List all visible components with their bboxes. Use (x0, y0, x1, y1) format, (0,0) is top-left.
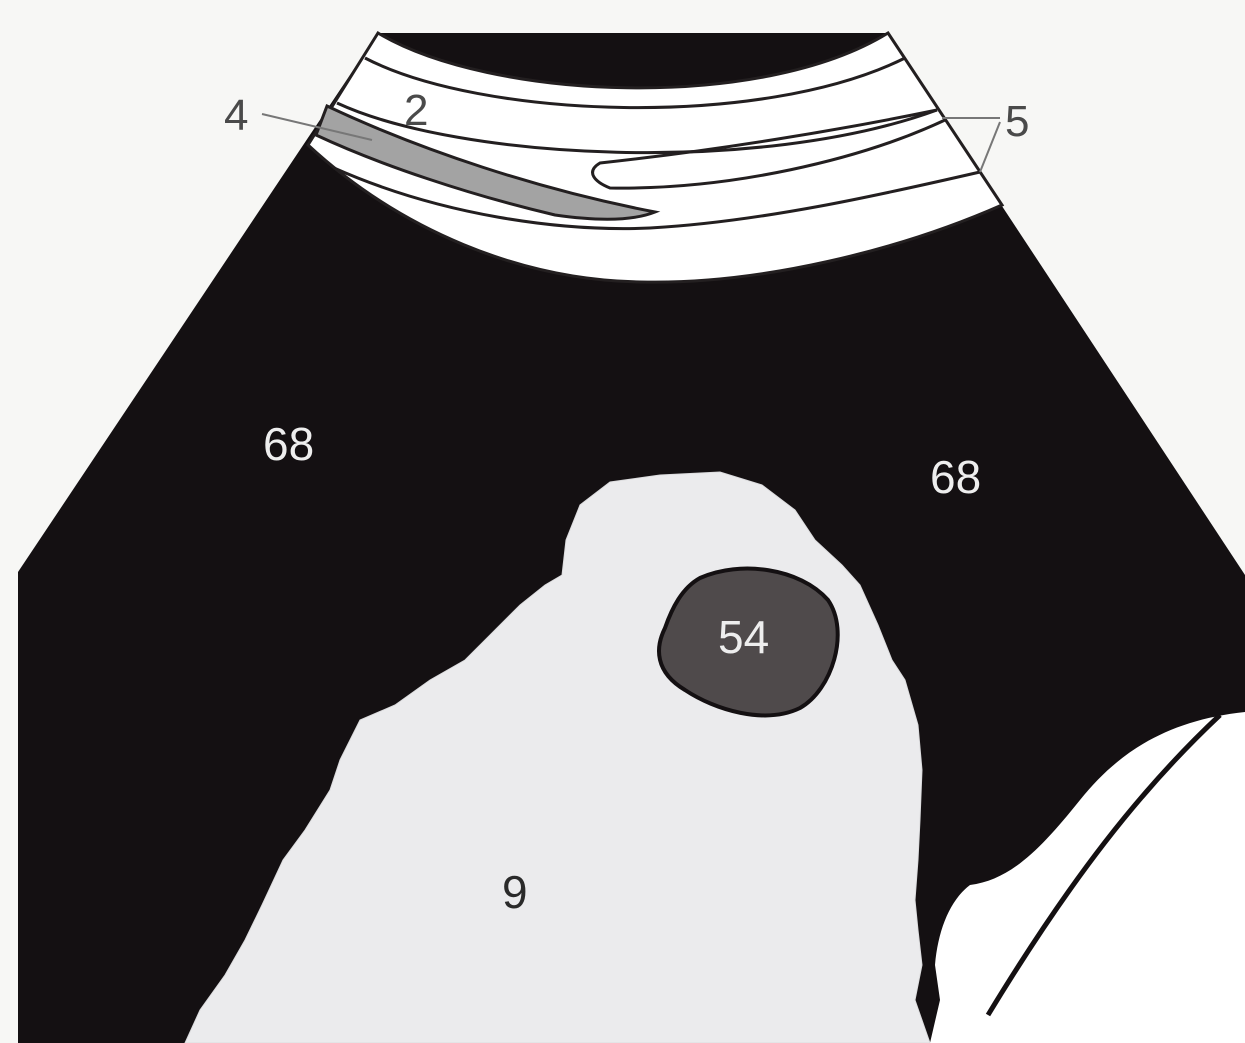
label-68-right: 68 (930, 451, 981, 503)
label-68-left: 68 (263, 418, 314, 470)
label-54: 54 (718, 611, 769, 663)
leader-line-5-lower (980, 122, 1000, 172)
label-4: 4 (224, 91, 248, 140)
label-9: 9 (502, 866, 528, 918)
label-5: 5 (1005, 97, 1029, 146)
label-2: 2 (404, 86, 428, 135)
